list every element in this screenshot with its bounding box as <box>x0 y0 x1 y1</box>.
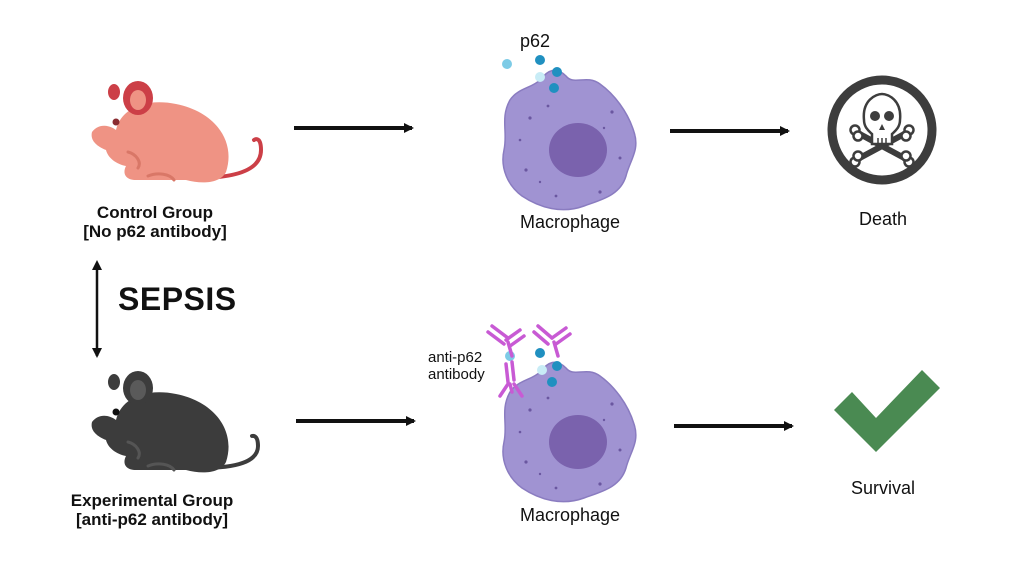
control-group-title: Control Group <box>96 203 214 222</box>
control-mouse-icon <box>91 81 264 183</box>
p62-label: p62 <box>520 31 551 51</box>
control-group-subtitle: [No p62 antibody] <box>83 222 227 241</box>
p62-particles-bottom <box>505 348 562 387</box>
checkmark-icon <box>834 370 940 452</box>
macrophage-cell-bottom <box>502 361 637 503</box>
experimental-group-title: Experimental Group <box>70 491 234 510</box>
death-label: Death <box>858 209 908 229</box>
antibody-icon <box>486 324 572 398</box>
sepsis-label: SEPSIS <box>118 281 237 317</box>
anti-p62-label-line1: anti-p62 <box>428 349 483 366</box>
skull-crossbones-icon <box>827 75 937 185</box>
macrophage-label-top: Macrophage <box>519 212 621 232</box>
p62-particles-top <box>502 55 562 93</box>
experimental-mouse-icon <box>91 371 261 473</box>
experimental-group-label: Experimental Group [anti-p62 antibody] <box>42 491 262 529</box>
experimental-group-subtitle: [anti-p62 antibody] <box>75 510 229 529</box>
control-group-label: Control Group [No p62 antibody] <box>60 203 250 241</box>
macrophage-label-bottom: Macrophage <box>519 505 621 525</box>
survival-label: Survival <box>850 478 916 498</box>
anti-p62-antibody-label: anti-p62 antibody <box>428 349 485 383</box>
anti-p62-label-line2: antibody <box>428 366 485 383</box>
macrophage-cell-top <box>502 69 637 211</box>
